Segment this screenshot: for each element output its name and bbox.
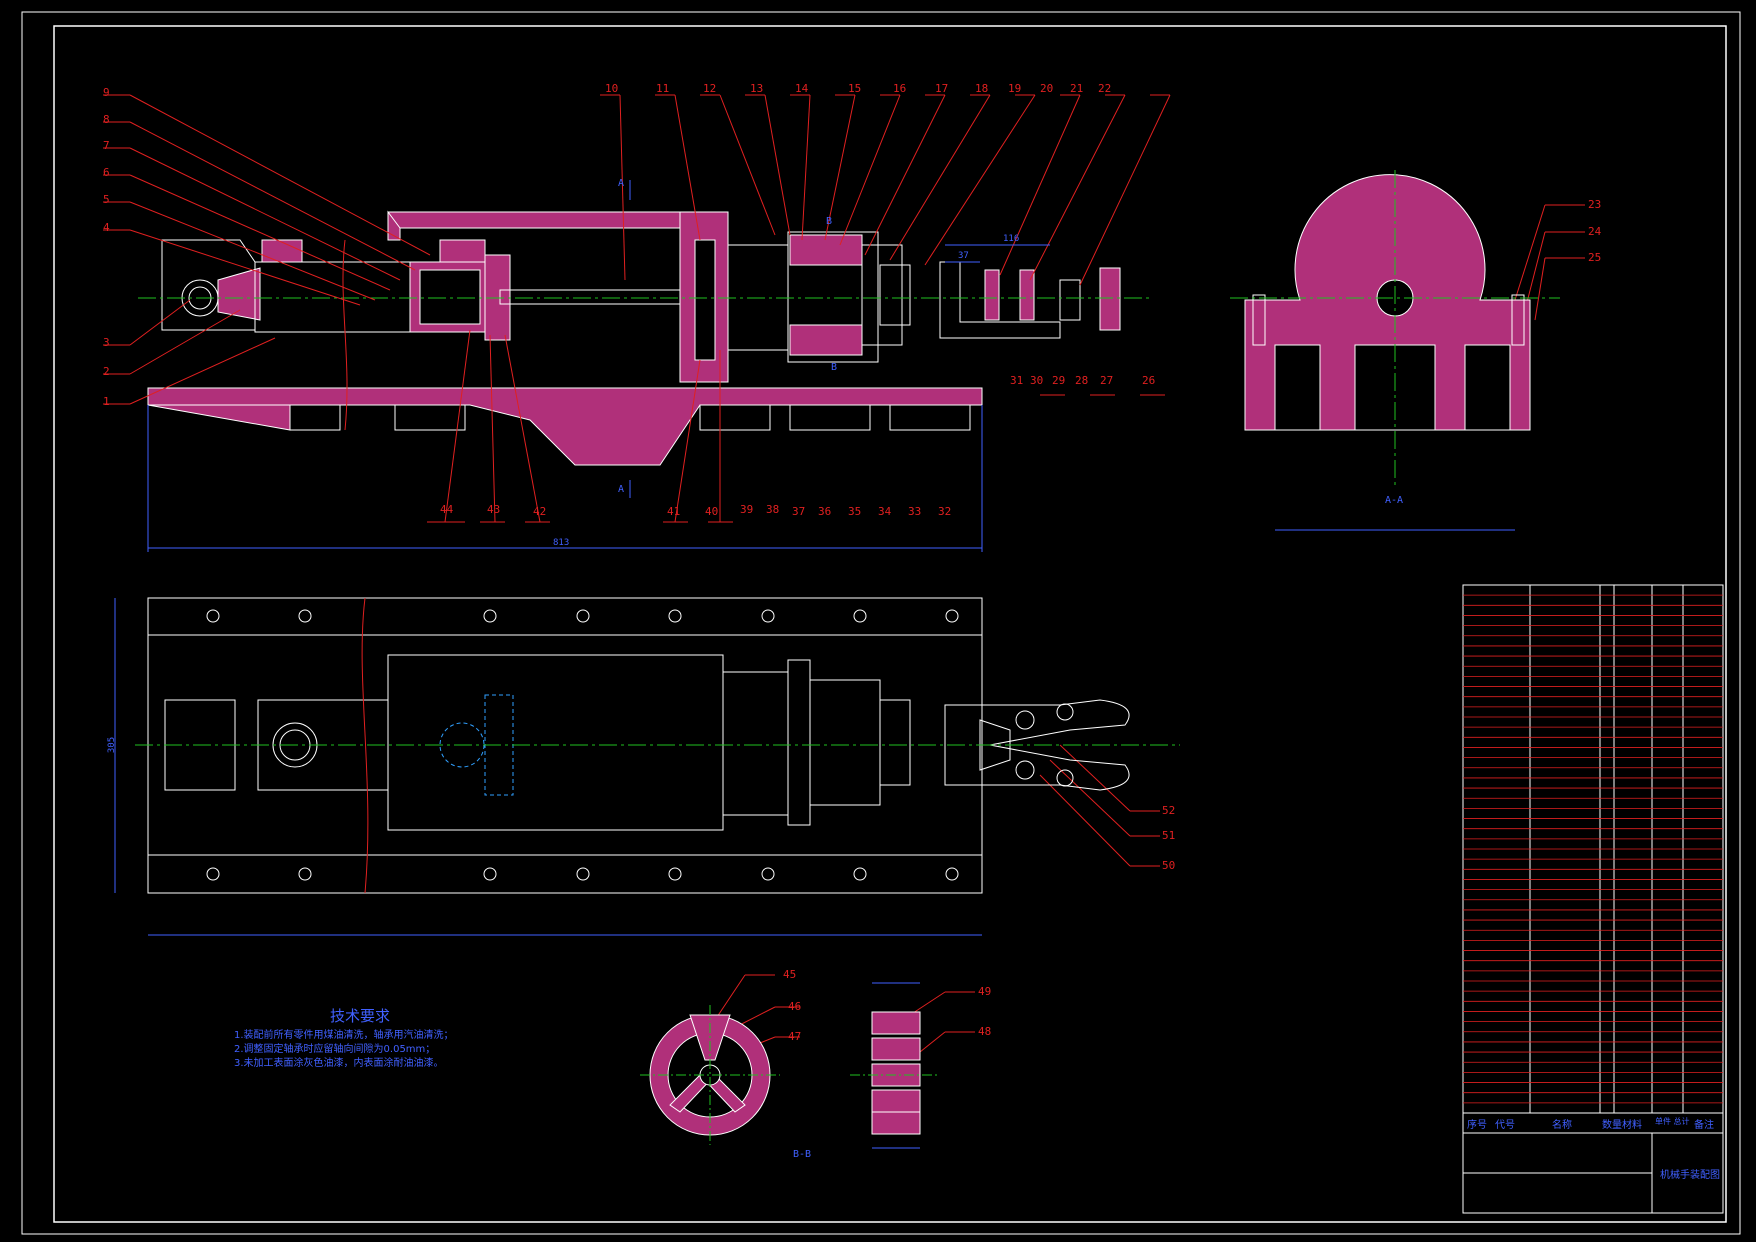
part-label: 18 <box>975 82 989 95</box>
inner-frame <box>53 25 1727 1223</box>
part-label: 52 <box>1162 804 1176 817</box>
tech-req-title: 技术要求 <box>330 1007 391 1025</box>
dim-plan-width: 305 <box>107 736 118 754</box>
part-label: 38 <box>766 503 780 516</box>
gripper-jaws <box>944 699 1130 791</box>
part-label: 20 <box>1040 82 1054 95</box>
part-label: 36 <box>818 505 832 518</box>
part-label: 47 <box>788 1030 802 1043</box>
tb-header: 名称 <box>1552 1120 1572 1131</box>
cylinder-housing <box>387 211 729 229</box>
part-label: 33 <box>908 505 922 518</box>
base-left-taper <box>147 404 291 431</box>
part-label: 42 <box>533 505 547 518</box>
tech-req-line: 3.未加工表面涂灰色油漆，内表面涂耐油油漆。 <box>234 1058 444 1069</box>
part-label: 7 <box>103 139 110 152</box>
part-label: 46 <box>788 1000 802 1013</box>
part-label: 2 <box>103 365 110 378</box>
parts-list-rows <box>1463 594 1723 1104</box>
part-label: 29 <box>1052 374 1066 387</box>
part-label: 15 <box>848 82 862 95</box>
part-label: 34 <box>878 505 892 518</box>
part-label: 39 <box>740 503 754 516</box>
tb-header: 备注 <box>1694 1120 1714 1131</box>
part-label: 26 <box>1142 374 1156 387</box>
part-label: 22 <box>1098 82 1112 95</box>
part-label: 1 <box>103 395 110 408</box>
dim-marks <box>945 244 1050 263</box>
part-label: 40 <box>705 505 719 518</box>
piston-rod <box>499 289 681 305</box>
part-label: 11 <box>656 82 670 95</box>
cut-mark-b-top: B <box>826 216 833 227</box>
part-label: 3 <box>103 336 110 349</box>
part-label: 27 <box>1100 374 1114 387</box>
tb-header: 序号 <box>1467 1120 1487 1131</box>
tech-req-line: 2.调整固定轴承时应留轴向间隙为0.05mm； <box>234 1044 436 1055</box>
cut-mark-a-top: A <box>618 178 625 189</box>
part-label: 31 <box>1010 374 1024 387</box>
part-label: 44 <box>440 503 454 516</box>
part-label: 21 <box>1070 82 1084 95</box>
part-label: 30 <box>1030 374 1044 387</box>
part-label: 50 <box>1162 859 1176 872</box>
part-label: 37 <box>792 505 806 518</box>
spacer-parts <box>850 982 940 1149</box>
part-label: 28 <box>1075 374 1089 387</box>
dim-overall-length: 813 <box>553 538 570 548</box>
tb-header: 数量 <box>1602 1120 1622 1131</box>
part-label: 16 <box>893 82 907 95</box>
part-label: 45 <box>783 968 797 981</box>
part-label: 32 <box>938 505 952 518</box>
part-label: 23 <box>1588 198 1602 211</box>
part-label: 48 <box>978 1025 992 1038</box>
part-label: 9 <box>103 86 110 99</box>
part-label: 24 <box>1588 225 1602 238</box>
part-label: 14 <box>795 82 809 95</box>
part-label: 43 <box>487 503 501 516</box>
part-label: 8 <box>103 113 110 126</box>
part-label: 25 <box>1588 251 1602 264</box>
part-label: 49 <box>978 985 992 998</box>
tech-req-line: 1.装配前所有零件用煤油清洗，轴承用汽油清洗； <box>234 1030 454 1041</box>
dim-37: 37 <box>958 251 969 261</box>
plan-view <box>114 597 1180 936</box>
detail-bb <box>640 1005 780 1145</box>
leader-lines <box>103 94 1585 1061</box>
part-label: 10 <box>605 82 619 95</box>
dim-116: 116 <box>1003 234 1020 244</box>
tb-header: 单件 总计 <box>1655 1117 1690 1126</box>
part-label: 4 <box>103 221 110 234</box>
part-label: 35 <box>848 505 862 518</box>
drawing-title: 机械手装配图 <box>1660 1170 1720 1181</box>
cut-mark-b-bottom: B <box>831 362 838 373</box>
view-label-bb: B-B <box>793 1149 812 1160</box>
tb-header: 材料 <box>1622 1120 1642 1131</box>
part-label: 12 <box>703 82 717 95</box>
part-label: 17 <box>935 82 949 95</box>
part-label: 19 <box>1008 82 1022 95</box>
part-label: 51 <box>1162 829 1176 842</box>
part-label: 41 <box>667 505 681 518</box>
side-view-aa <box>1230 170 1560 531</box>
cut-mark-a-bottom: A <box>618 484 625 495</box>
part-label: 6 <box>103 166 110 179</box>
outer-frame <box>21 11 1741 1235</box>
gripper-arm <box>939 261 1061 339</box>
tb-header: 代号 <box>1495 1120 1515 1131</box>
part-label: 13 <box>750 82 764 95</box>
view-label-aa: A-A <box>1385 495 1404 506</box>
part-label: 5 <box>103 193 110 206</box>
front-section-view <box>138 180 1150 552</box>
